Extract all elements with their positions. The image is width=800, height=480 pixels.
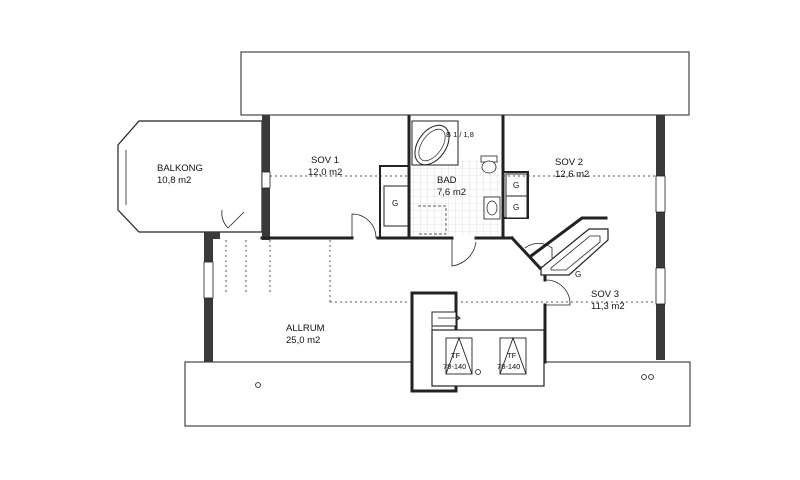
skylight-2-size: 78-140 (497, 362, 520, 371)
shower-outline (418, 205, 447, 235)
room-area-bad: 7,6 m2 (437, 187, 466, 198)
windows (203, 171, 666, 305)
room-name-balkong: BALKONG (157, 163, 203, 174)
bathtub-label: B 1 / 1,8 (446, 130, 474, 139)
door-balcony (221, 209, 245, 229)
sink (483, 196, 501, 220)
roof-top (240, 51, 690, 116)
room-area-sov1: 12,0 m2 (308, 167, 342, 178)
room-area-allrum: 25,0 m2 (286, 335, 320, 346)
vent-icon (641, 374, 647, 380)
wardrobe-sov1 (383, 185, 409, 227)
bathtub (411, 120, 459, 166)
skylight-2 (499, 336, 527, 375)
skylight-1 (445, 336, 473, 375)
room-area-sov3: 11,3 m2 (591, 301, 625, 312)
door-sov1 (351, 213, 377, 239)
doors (221, 209, 571, 306)
sink-basin (486, 200, 498, 216)
closet-outline (540, 228, 609, 276)
bathtub-basin-inner (418, 128, 446, 162)
room-name-sov2: SOV 2 (555, 157, 583, 168)
wardrobe-label: G (513, 203, 519, 212)
door-sov2 (524, 242, 553, 258)
slope-lines (225, 175, 656, 303)
wardrobe-label: G (575, 270, 581, 279)
pipe-icon (475, 369, 481, 375)
wardrobe-sov2-lower (505, 195, 528, 219)
room-name-allrum: ALLRUM (286, 323, 325, 334)
skylight-2-code: TF (507, 351, 517, 360)
room-area-balkong: 10,8 m2 (157, 175, 191, 186)
door-bad (451, 238, 477, 267)
room-name-sov1: SOV 1 (311, 155, 339, 166)
toilet-bowl (481, 160, 497, 174)
bathtub-basin (414, 124, 450, 166)
room-area-sov2: 12,6 m2 (555, 169, 589, 180)
closet-inner (550, 235, 601, 271)
skylight-1-size: 78-140 (443, 362, 466, 371)
vent-icon (648, 374, 654, 380)
room-name-bad: BAD (437, 175, 457, 186)
wardrobe-label: G (392, 199, 398, 208)
wardrobes (383, 173, 528, 227)
door-sov3 (544, 279, 571, 306)
wardrobe-label: G (513, 181, 519, 190)
room-name-sov3: SOV 3 (591, 289, 619, 300)
skylight-1-code: TF (451, 351, 461, 360)
vent-icon (255, 382, 261, 388)
